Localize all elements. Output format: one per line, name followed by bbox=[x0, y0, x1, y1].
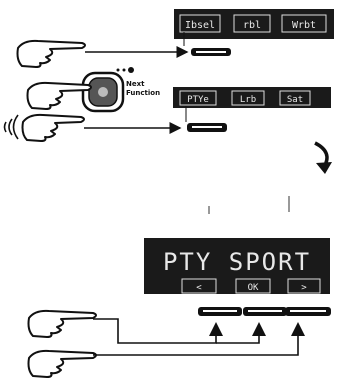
pty-display: PTY SPORT < OK > bbox=[144, 238, 330, 294]
indicator-dots bbox=[116, 67, 134, 73]
arrowhead-up bbox=[252, 322, 266, 336]
next-function-label-line2: Function bbox=[126, 89, 160, 97]
svg-text:PTYe: PTYe bbox=[187, 95, 209, 105]
pointing-hand-icon bbox=[26, 81, 92, 110]
pty-display-text: PTY SPORT bbox=[163, 248, 311, 276]
softkey-button-1[interactable] bbox=[191, 48, 231, 56]
pointing-hand-icon bbox=[21, 113, 85, 142]
svg-text:Wrbt: Wrbt bbox=[292, 20, 316, 31]
menu-display-2: PTYe Lrb Sat bbox=[173, 87, 331, 108]
connector-line bbox=[93, 333, 299, 356]
sound-wave-icon bbox=[3, 114, 19, 140]
pointing-hand-icon bbox=[27, 309, 97, 338]
svg-text:rbl: rbl bbox=[243, 20, 261, 31]
softkey-label-2: OK bbox=[235, 278, 271, 294]
next-function-button[interactable] bbox=[81, 71, 125, 113]
menu-display-1: Ibsel rbl Wrbt bbox=[174, 9, 334, 39]
svg-text:Lrb: Lrb bbox=[240, 95, 256, 105]
arrowhead-up bbox=[291, 322, 305, 336]
flow-arrow-icon bbox=[314, 141, 332, 174]
softkey-label-1: < bbox=[181, 278, 217, 294]
softkey-label-2: Lrb bbox=[231, 90, 265, 106]
softkey-button-1[interactable] bbox=[187, 123, 227, 132]
connector-line bbox=[93, 318, 260, 344]
softkey-button-right[interactable] bbox=[285, 307, 331, 316]
softkey-label-1: PTYe bbox=[179, 90, 217, 106]
svg-text:Sat: Sat bbox=[287, 95, 303, 105]
pointing-hand-icon bbox=[16, 39, 86, 68]
pointing-hand-icon bbox=[27, 349, 97, 378]
softkey-label-2: rbl bbox=[233, 14, 271, 33]
svg-text:OK: OK bbox=[248, 283, 259, 293]
svg-text:Ibsel: Ibsel bbox=[185, 20, 215, 31]
scan-marks bbox=[208, 196, 290, 214]
softkey-button-ok[interactable] bbox=[243, 307, 287, 316]
softkey-label-3: Sat bbox=[279, 90, 311, 106]
next-function-label-line1: Next bbox=[126, 80, 145, 88]
softkey-label-1: Ibsel bbox=[179, 14, 221, 33]
softkey-label-3: > bbox=[287, 278, 321, 294]
softkey-button-left[interactable] bbox=[198, 307, 242, 316]
svg-text:<: < bbox=[196, 283, 202, 293]
svg-text:>: > bbox=[301, 283, 307, 293]
softkey-label-3: Wrbt bbox=[281, 14, 327, 33]
arrowhead-up bbox=[209, 322, 223, 336]
